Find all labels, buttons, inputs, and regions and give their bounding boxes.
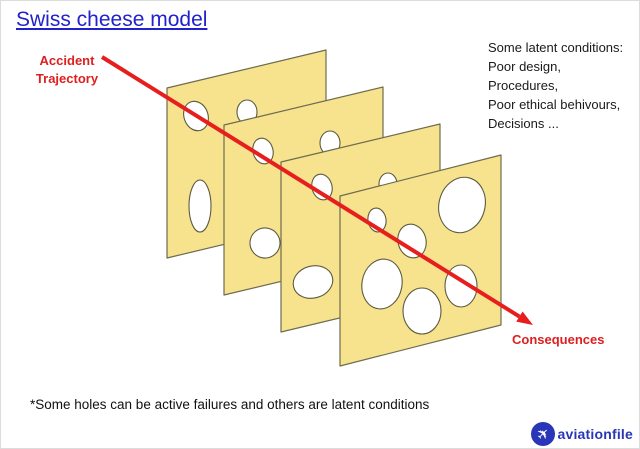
latent-line: Poor design,	[488, 59, 561, 74]
cheese-hole	[361, 258, 403, 310]
latent-line: Decisions ...	[488, 116, 559, 131]
aviationfile-logo: ✈ aviationfile	[531, 422, 633, 446]
airplane-icon: ✈	[531, 422, 556, 446]
footnote-text: *Some holes can be active failures and o…	[30, 397, 430, 412]
cheese-hole	[438, 176, 486, 234]
logo-text: aviationfile	[557, 426, 633, 442]
accident-trajectory-label: Accident Trajectory	[22, 52, 112, 88]
cheese-hole	[402, 287, 442, 335]
latent-line: Poor ethical behivours,	[488, 97, 621, 112]
consequences-label: Consequences	[512, 332, 605, 347]
latent-conditions-text: Some latent conditions: Poor design, Pro…	[488, 38, 623, 133]
latent-line: Some latent conditions:	[488, 40, 624, 55]
accident-label-line2: Trajectory	[35, 71, 99, 86]
cheese-hole	[252, 137, 274, 165]
cheese-hole	[188, 179, 212, 233]
latent-line: Procedures,	[488, 78, 559, 93]
cheese-hole	[292, 265, 334, 299]
arrowhead	[516, 311, 533, 325]
cheese-hole	[397, 223, 427, 259]
cheese-hole	[249, 227, 281, 259]
page-title: Swiss cheese model	[16, 8, 208, 31]
accident-label-line1: Accident	[39, 53, 95, 68]
accident-trajectory-arrow	[100, 55, 533, 325]
